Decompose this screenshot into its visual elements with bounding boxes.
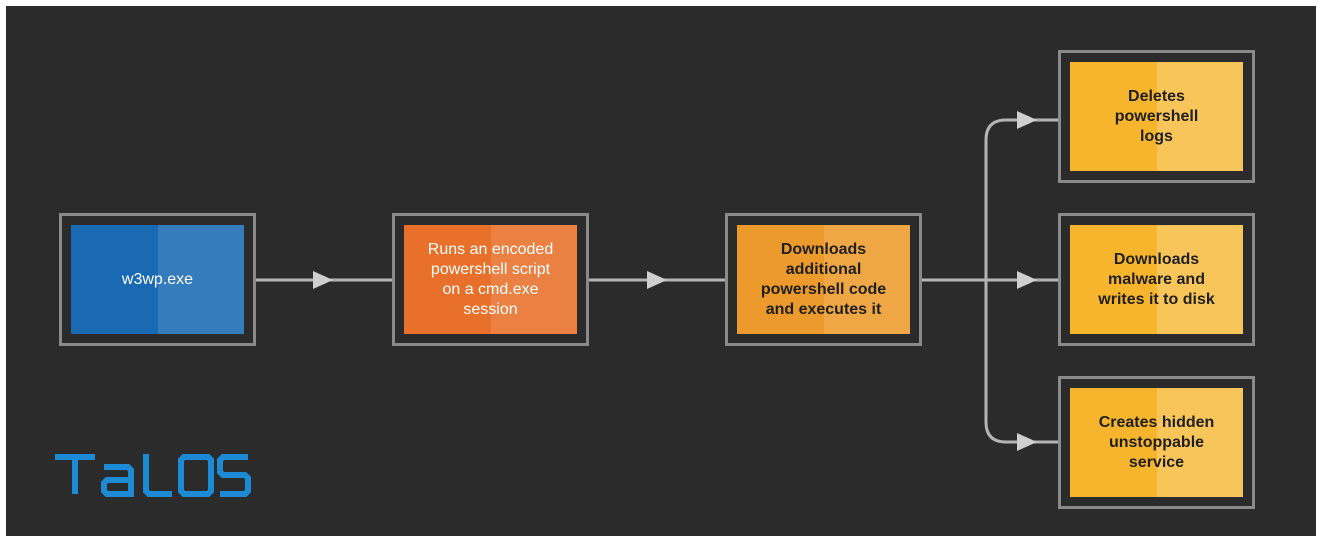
connector-branch-up: [984, 118, 1060, 282]
node-w3wp: w3wp.exe: [59, 213, 256, 346]
node-download-malware: Downloads malware and writes it to disk: [1058, 213, 1255, 346]
arrowhead-to-download-malware: [1017, 271, 1037, 289]
talos-logo: [55, 454, 251, 497]
node-delete-logs-label: Deletes powershell logs: [1114, 87, 1199, 145]
node-downloads-code: Downloads additional powershell code and…: [725, 213, 922, 346]
node-encoded-powershell-label: Runs an encoded powershell script on a c…: [427, 240, 554, 318]
node-download-malware-label: Downloads malware and writes it to disk: [1098, 250, 1215, 308]
node-hidden-service-label: Creates hidden unstoppable service: [1098, 413, 1215, 471]
node-downloads-code-label: Downloads additional powershell code and…: [760, 240, 887, 318]
node-downloads-code-fill: Downloads additional powershell code and…: [737, 225, 910, 334]
arrowhead-to-downloads: [647, 271, 667, 289]
arrowhead-to-encoded: [313, 271, 333, 289]
connector-branch-down: [984, 278, 1060, 444]
node-w3wp-label: w3wp.exe: [121, 270, 194, 288]
node-w3wp-fill: w3wp.exe: [71, 225, 244, 334]
node-hidden-service-fill: Creates hidden unstoppable service: [1070, 388, 1243, 497]
node-delete-logs: Deletes powershell logs: [1058, 50, 1255, 183]
arrowhead-to-hidden-service: [1017, 433, 1037, 451]
node-delete-logs-fill: Deletes powershell logs: [1070, 62, 1243, 171]
node-download-malware-fill: Downloads malware and writes it to disk: [1070, 225, 1243, 334]
node-encoded-powershell-fill: Runs an encoded powershell script on a c…: [404, 225, 577, 334]
node-hidden-service: Creates hidden unstoppable service: [1058, 376, 1255, 509]
node-encoded-powershell: Runs an encoded powershell script on a c…: [392, 213, 589, 346]
arrowhead-to-delete-logs: [1017, 111, 1037, 129]
